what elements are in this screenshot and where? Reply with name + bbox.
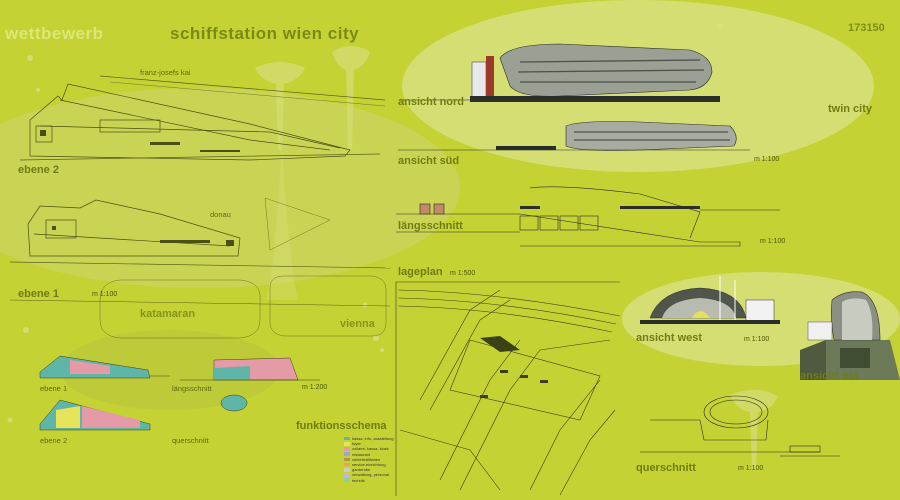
legend-label: kassa, info, ausstellung (352, 436, 394, 441)
legend-item: restaurant (344, 452, 394, 457)
legend-item: kassa, info, ausstellung (344, 436, 394, 441)
label-franz-josefs-kai: franz-josefs kai (140, 68, 191, 77)
legend-label: verkehrsflächen (352, 456, 381, 462)
ansicht-west-scale: m 1:100 (744, 336, 770, 343)
querschnitt-scale: m 1:100 (738, 465, 764, 472)
scheme-laengsschnitt-label: längsschnitt (172, 384, 212, 393)
label-querschnitt: querschnitt (636, 462, 696, 474)
legend-item: foyer (344, 441, 394, 446)
lageplan-scale: m 1:500 (450, 270, 476, 277)
legend-label: foyer (352, 441, 361, 447)
legend-item: technik (344, 478, 394, 483)
title-prefix: wettbewerb (5, 24, 104, 43)
label-ansicht-nord: ansicht nord (398, 96, 465, 108)
laengsschnitt-scale: m 1:100 (760, 238, 786, 245)
legend-swatch (344, 468, 350, 472)
background-blob-mid-left (0, 88, 460, 288)
legend-swatch (344, 436, 350, 441)
legend-label: garderobe (352, 467, 371, 473)
legend-swatch (344, 447, 350, 451)
legend-item: service-einrichtung (344, 462, 394, 467)
legend-label: technik (352, 477, 365, 483)
label-ansicht-west: ansicht west (636, 332, 703, 344)
legend-swatch (344, 457, 350, 462)
twin-city-label: twin city (828, 103, 873, 115)
scheme-laengsschnitt-scale: m 1:200 (302, 384, 328, 391)
scheme-ebene-1-label: ebene 1 (40, 384, 68, 393)
legend-swatch (344, 452, 350, 456)
page-title: schiffstation wien city (170, 24, 360, 43)
legend-swatch (344, 462, 350, 467)
ebene-1-scale: m 1:100 (92, 291, 118, 298)
label-donau: donau (210, 210, 231, 219)
legend-item: zollamt, kassa, kiosk (344, 446, 394, 451)
ansicht-sued-scale: m 1:100 (754, 156, 780, 163)
competition-number: 173150 (848, 22, 885, 34)
legend-swatch (344, 473, 350, 477)
legend-label: zollamt, kassa, kiosk (352, 446, 389, 452)
scheme-querschnitt-label: querschnitt (172, 436, 209, 445)
label-lageplan: lageplan (398, 266, 443, 278)
label-vienna: vienna (340, 318, 375, 330)
legend-swatch (344, 442, 350, 446)
scheme-ebene-2-label: ebene 2 (40, 436, 68, 445)
legend-item: verwaltung, personal (344, 472, 394, 477)
label-funktionsschema: funktionsschema (296, 420, 387, 432)
label-laengsschnitt: längsschnitt (398, 220, 463, 232)
label-ebene-2: ebene 2 (18, 164, 59, 176)
label-ansicht-sued: ansicht süd (398, 155, 460, 167)
legend-label: verwaltung, personal (352, 472, 389, 478)
legend-label: service-einrichtung (352, 462, 386, 468)
legend-label: restaurant (352, 451, 371, 457)
label-katamaran: katamaran (140, 308, 196, 320)
label-ansicht-ost: ansicht ost (800, 370, 859, 382)
legend-item: garderobe (344, 467, 394, 472)
legend-item: verkehrsflächen (344, 457, 394, 462)
label-ebene-1: ebene 1 (18, 288, 59, 300)
legend-swatch (344, 478, 350, 482)
